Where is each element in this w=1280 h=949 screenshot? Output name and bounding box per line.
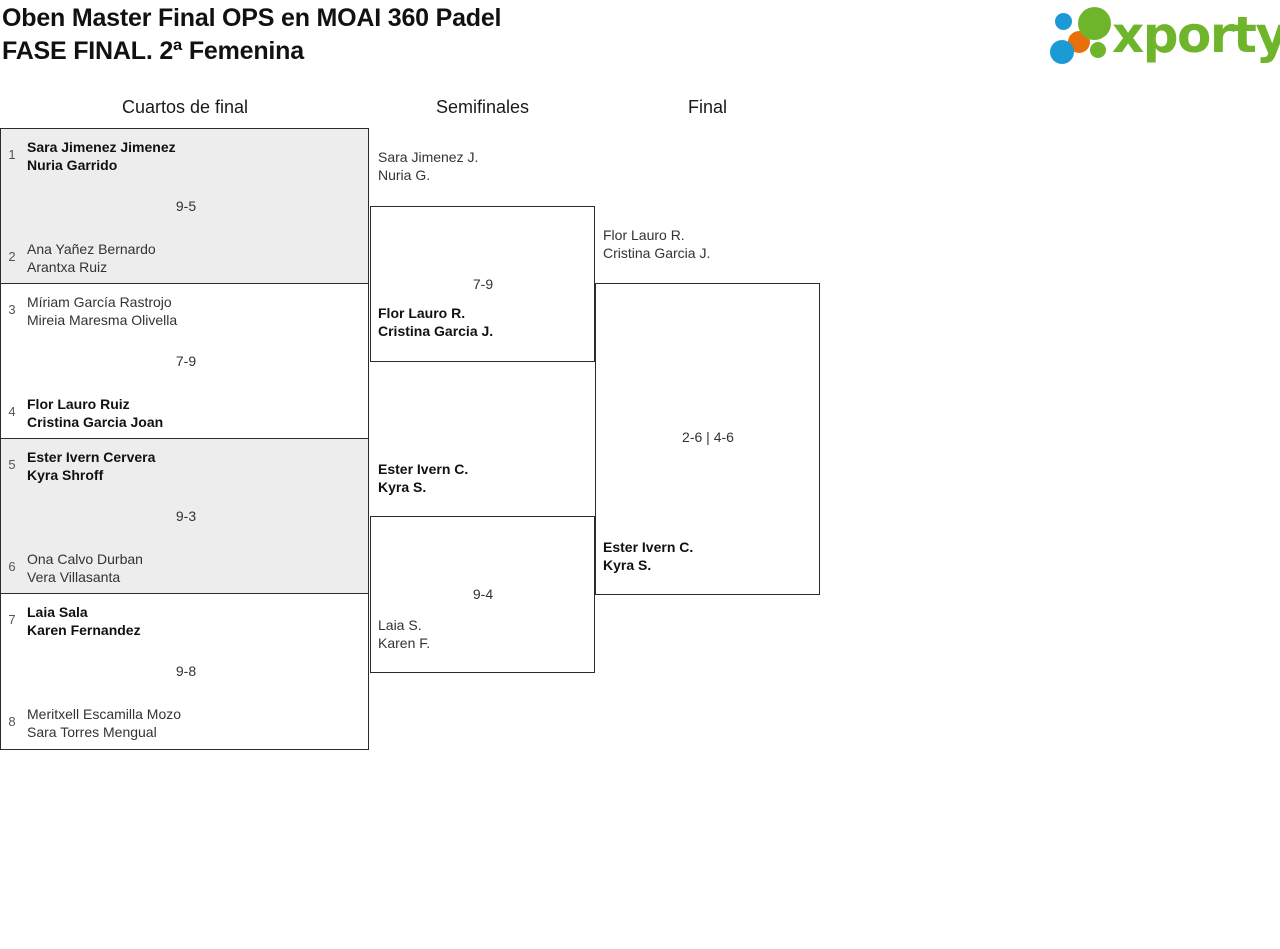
- team-bottom[interactable]: Ana Yañez Bernardo Arantxa Ruiz: [27, 241, 156, 275]
- logo-dot-green-large-icon: [1078, 7, 1111, 40]
- final-team-bottom[interactable]: Ester Ivern C. Kyra S.: [603, 539, 694, 573]
- bracket: 1 Sara Jimenez Jimenez Nuria Garrido 9-5…: [0, 128, 1280, 768]
- seed-number: 7: [8, 612, 16, 627]
- match-box-quarterfinal-1[interactable]: 1 Sara Jimenez Jimenez Nuria Garrido 9-5…: [0, 128, 369, 284]
- match-box-semifinal-1[interactable]: 7-9: [370, 206, 595, 362]
- seed-number: 5: [8, 457, 16, 472]
- round-heading-quarterfinals: Cuartos de final: [121, 97, 249, 117]
- seed-number: 4: [8, 404, 16, 419]
- match-box-semifinal-2[interactable]: 9-4: [370, 516, 595, 673]
- match-score: 9-3: [175, 508, 197, 524]
- semifinal-1-team-bottom[interactable]: Flor Lauro R. Cristina Garcia J.: [378, 305, 494, 339]
- team-top[interactable]: Sara Jimenez Jimenez Nuria Garrido: [27, 139, 176, 173]
- match-box-quarterfinal-3[interactable]: 5 Ester Ivern Cervera Kyra Shroff 9-3 6 …: [0, 438, 369, 594]
- round-heading-semifinals: Semifinales: [435, 97, 530, 117]
- seed-number: 3: [8, 302, 16, 317]
- tournament-name: Oben Master Final OPS en MOAI 360 Padel: [2, 4, 502, 32]
- seed-number: 6: [8, 559, 16, 574]
- semifinal-2-team-top[interactable]: Ester Ivern C. Kyra S.: [378, 461, 469, 495]
- match-box-quarterfinal-2[interactable]: 3 Míriam García Rastrojo Mireia Maresma …: [0, 283, 369, 439]
- logo-dots-icon: [1050, 7, 1116, 64]
- team-top[interactable]: Laia Sala Karen Fernandez: [27, 604, 141, 638]
- seed-number: 8: [8, 714, 16, 729]
- match-score: 7-9: [472, 276, 494, 292]
- match-score: 2-6 | 4-6: [682, 429, 734, 445]
- team-top[interactable]: Míriam García Rastrojo Mireia Maresma Ol…: [27, 294, 178, 328]
- final-team-top[interactable]: Flor Lauro R. Cristina Garcia J.: [603, 227, 711, 261]
- logo-dot-blue-small-icon: [1055, 13, 1072, 30]
- match-score: 7-9: [175, 353, 197, 369]
- team-bottom[interactable]: Ona Calvo Durban Vera Villasanta: [27, 551, 143, 585]
- match-box-final[interactable]: 2-6 | 4-6: [595, 283, 820, 595]
- logo-dot-green-small-icon: [1090, 42, 1106, 58]
- xporty-logo[interactable]: xporty: [1050, 6, 1280, 67]
- match-box-quarterfinal-4[interactable]: 7 Laia Sala Karen Fernandez 9-8 8 Meritx…: [0, 593, 369, 750]
- seed-number: 1: [8, 147, 16, 162]
- tournament-phase: FASE FINAL. 2ª Femenina: [2, 37, 304, 65]
- round-heading-final: Final: [687, 97, 727, 117]
- logo-dot-blue-large-icon: [1050, 40, 1074, 64]
- match-score: 9-4: [472, 586, 494, 602]
- logo-wordmark: xporty: [1112, 6, 1280, 64]
- team-bottom[interactable]: Flor Lauro Ruiz Cristina Garcia Joan: [27, 396, 164, 430]
- semifinal-1-team-top[interactable]: Sara Jimenez J. Nuria G.: [378, 149, 479, 183]
- page-title: Oben Master Final OPS en MOAI 360 Padel …: [2, 2, 902, 68]
- match-score: 9-5: [175, 198, 197, 214]
- match-score: 9-8: [175, 663, 197, 679]
- team-bottom[interactable]: Meritxell Escamilla Mozo Sara Torres Men…: [27, 706, 182, 740]
- semifinal-2-team-bottom[interactable]: Laia S. Karen F.: [378, 617, 431, 651]
- seed-number: 2: [8, 249, 16, 264]
- team-top[interactable]: Ester Ivern Cervera Kyra Shroff: [27, 449, 156, 483]
- page-header: Oben Master Final OPS en MOAI 360 Padel …: [0, 0, 1280, 78]
